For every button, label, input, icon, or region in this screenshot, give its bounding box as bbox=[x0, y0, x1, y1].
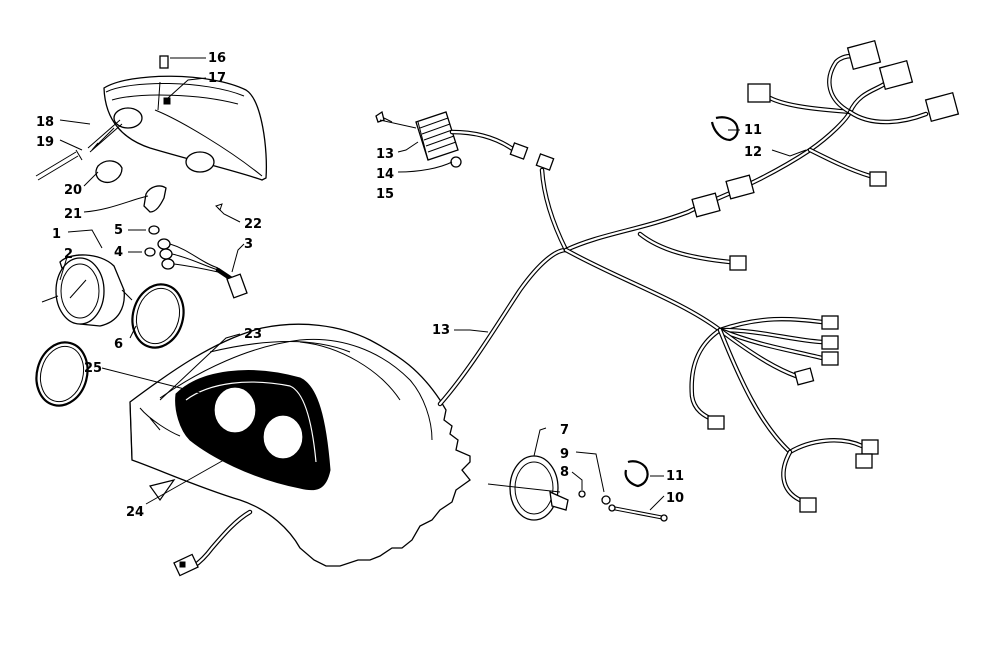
callout-8: 8 bbox=[560, 465, 569, 480]
ring-11 bbox=[624, 116, 739, 488]
callout-19: 18 bbox=[36, 115, 54, 130]
callout-20: 19 bbox=[36, 135, 54, 150]
callout-12: 12 bbox=[744, 145, 762, 160]
callout-2: 2 bbox=[64, 247, 73, 262]
callout-22: 21 bbox=[64, 207, 82, 222]
callout-4: 4 bbox=[114, 245, 123, 260]
callout-7: 7 bbox=[560, 423, 569, 438]
harness-12 bbox=[691, 39, 960, 218]
callout-14: 13 bbox=[376, 147, 394, 162]
headlight-housing bbox=[103, 55, 268, 181]
callout-17: 16 bbox=[208, 51, 226, 66]
callout-15: 14 bbox=[376, 167, 394, 182]
callout-25: 24 bbox=[126, 505, 144, 520]
callout-6: 6 bbox=[114, 337, 123, 352]
callout-1: 1 bbox=[52, 227, 61, 242]
callout-23: 22 bbox=[244, 217, 262, 232]
callout-26: 25 bbox=[84, 361, 102, 376]
speedometer-gauge bbox=[41, 254, 133, 327]
callout-13: 13 bbox=[432, 323, 450, 338]
callout-24: 23 bbox=[244, 327, 262, 342]
hood-harness-connector bbox=[173, 509, 253, 577]
callout-5: 5 bbox=[114, 223, 123, 238]
callout-11-bottom: 11 bbox=[666, 469, 684, 484]
tachometer-gauge bbox=[487, 455, 668, 522]
callout-9: 9 bbox=[560, 447, 569, 462]
gauge-bulbs-wiring bbox=[144, 225, 248, 299]
callout-11-top: 11 bbox=[744, 123, 762, 138]
leader-lines bbox=[59, 57, 807, 511]
voltage-regulator bbox=[375, 110, 555, 171]
callout-21: 20 bbox=[64, 183, 82, 198]
callout-18: 17 bbox=[208, 71, 226, 86]
callout-labels: 16 17 18 19 20 21 22 1 5 3 2 4 6 23 25 2… bbox=[36, 51, 762, 520]
callout-3: 3 bbox=[244, 237, 253, 252]
callout-16: 15 bbox=[376, 187, 394, 202]
headlight-screw bbox=[35, 119, 123, 181]
gauge-rings bbox=[35, 283, 185, 407]
gauge-bezel-25 bbox=[148, 370, 331, 502]
callout-10: 10 bbox=[666, 491, 684, 506]
main-wiring-harness bbox=[437, 167, 879, 513]
